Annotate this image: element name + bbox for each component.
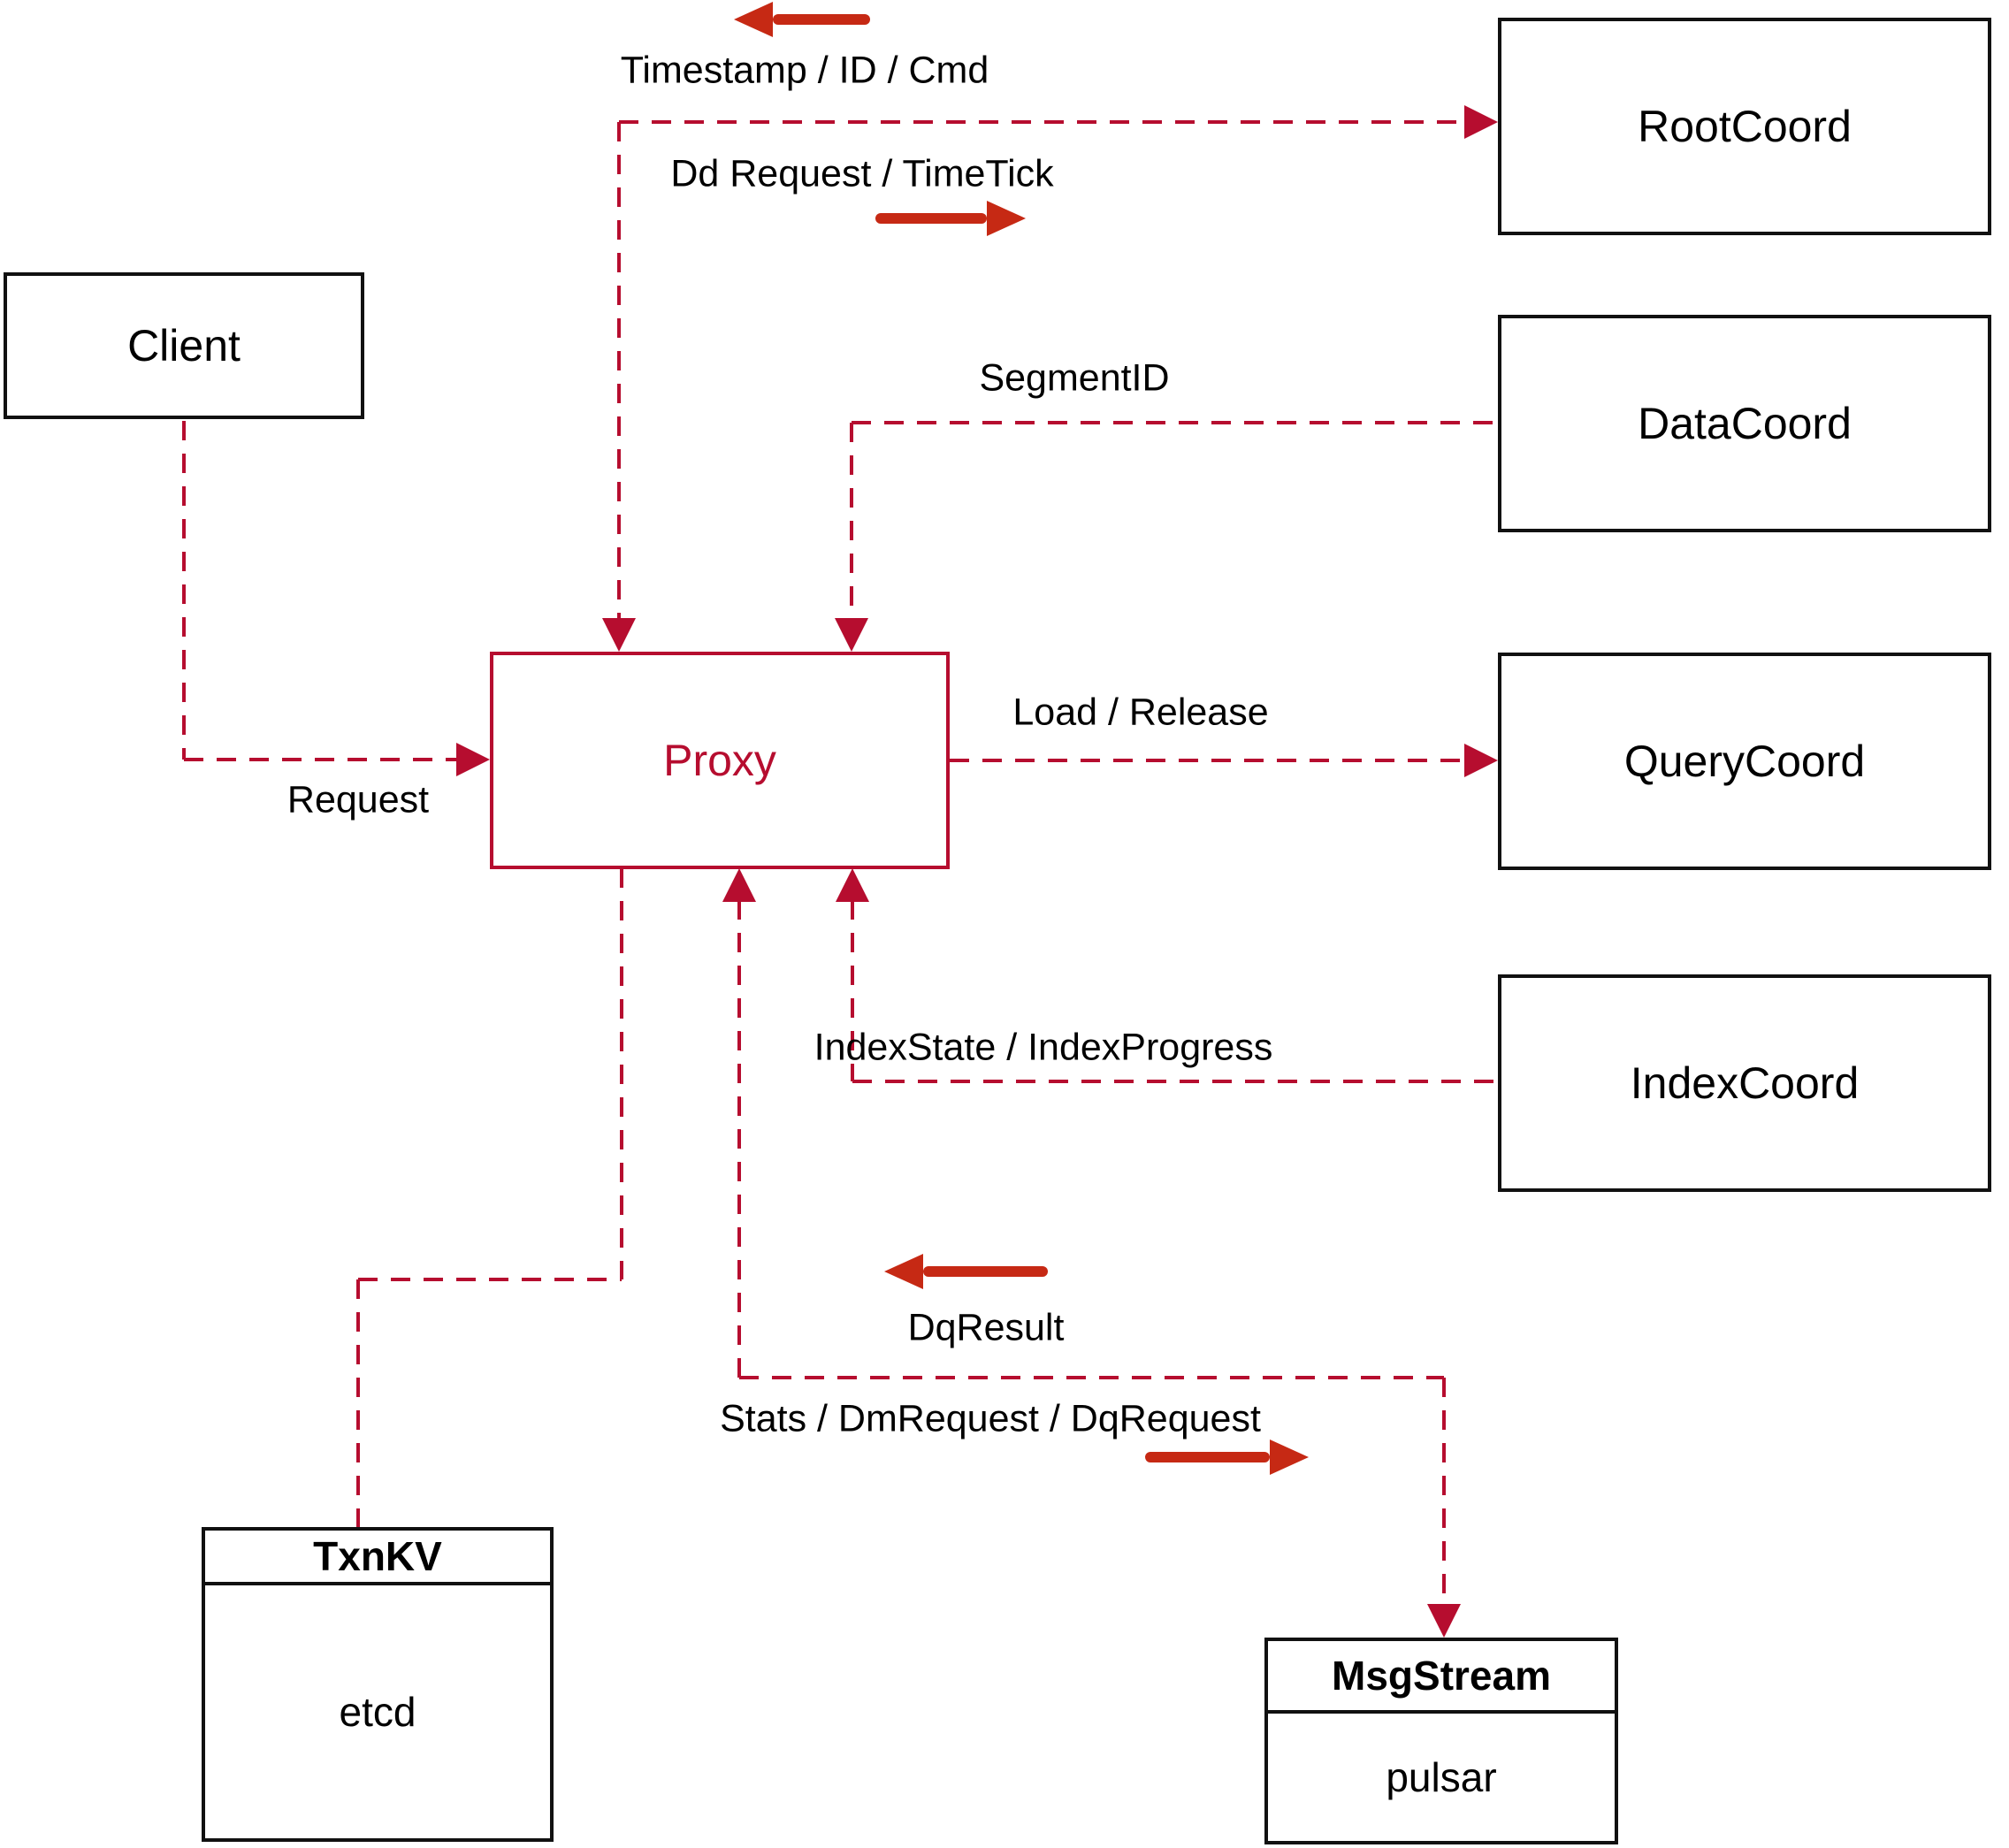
edge-msgstream-vertical-2: [1442, 1378, 1446, 1606]
node-proxy-label: Proxy: [663, 736, 776, 785]
node-msgstream-title: MsgStream: [1268, 1641, 1615, 1714]
edge-indexcoord-vertical: [851, 900, 854, 1081]
arrowhead-datacoord-into-proxy: [835, 618, 868, 652]
edge-label-dd-request: Dd Request / TimeTick: [670, 152, 1054, 195]
node-client-label: Client: [127, 321, 241, 370]
node-msgstream-subtitle: pulsar: [1386, 1754, 1497, 1800]
node-indexcoord: IndexCoord: [1498, 974, 1991, 1192]
node-txnkv: TxnKV etcd: [202, 1527, 554, 1842]
edge-txnkv-horizontal: [358, 1278, 622, 1281]
node-querycoord: QueryCoord: [1498, 653, 1991, 870]
edge-label-timestamp: Timestamp / ID / Cmd: [620, 49, 989, 92]
edge-msgstream-vertical-1: [737, 900, 741, 1378]
edge-msgstream-horizontal: [739, 1376, 1444, 1379]
edge-datacoord-vertical: [850, 423, 853, 620]
edge-label-stats: Stats / DmRequest / DqRequest: [720, 1397, 1261, 1440]
arrowhead-indexcoord-into-proxy: [836, 868, 869, 902]
edge-label-request: Request: [286, 778, 430, 821]
edge-label-index-state: IndexState / IndexProgress: [814, 1026, 1273, 1069]
edge-querycoord-horizontal: [950, 759, 1466, 762]
arrowhead-into-querycoord: [1464, 744, 1498, 777]
edge-indexcoord-horizontal: [852, 1080, 1498, 1083]
arrowhead-request-into-proxy: [456, 743, 490, 776]
edge-txnkv-vertical-2: [356, 1279, 360, 1527]
arrowhead-rootcoord-into-proxy: [602, 618, 636, 652]
node-client: Client: [4, 272, 364, 419]
node-datacoord: DataCoord: [1498, 315, 1991, 532]
edge-label-load-release: Load / Release: [1012, 691, 1269, 734]
arrowhead-into-msgstream: [1427, 1604, 1461, 1638]
node-datacoord-label: DataCoord: [1638, 399, 1852, 448]
edge-label-segment-id: SegmentID: [979, 356, 1170, 400]
node-txnkv-subtitle: etcd: [339, 1689, 416, 1735]
edge-label-dq-result: DqResult: [907, 1306, 1065, 1349]
edge-rootcoord-horizontal: [619, 120, 1466, 124]
node-txnkv-title: TxnKV: [205, 1531, 550, 1585]
edge-rootcoord-vertical: [617, 122, 621, 620]
edge-txnkv-vertical-1: [620, 868, 623, 1279]
node-rootcoord: RootCoord: [1498, 18, 1991, 235]
arrowhead-into-rootcoord: [1464, 105, 1498, 139]
edge-client-horizontal: [184, 758, 458, 761]
direction-arrow-timestamp-left-icon: [734, 2, 870, 37]
direction-arrow-dqresult-left-icon: [884, 1254, 1048, 1289]
node-rootcoord-label: RootCoord: [1638, 102, 1852, 151]
direction-arrow-stats-right-icon: [1145, 1439, 1309, 1475]
arrowhead-msgstream-into-proxy: [722, 868, 756, 902]
direction-arrow-ddrequest-right-icon: [875, 201, 1026, 236]
node-indexcoord-label: IndexCoord: [1630, 1058, 1860, 1108]
node-msgstream: MsgStream pulsar: [1264, 1638, 1618, 1844]
edge-client-vertical: [182, 421, 186, 760]
node-proxy: Proxy: [490, 652, 950, 869]
edge-datacoord-horizontal: [852, 421, 1498, 424]
node-querycoord-label: QueryCoord: [1623, 737, 1866, 786]
